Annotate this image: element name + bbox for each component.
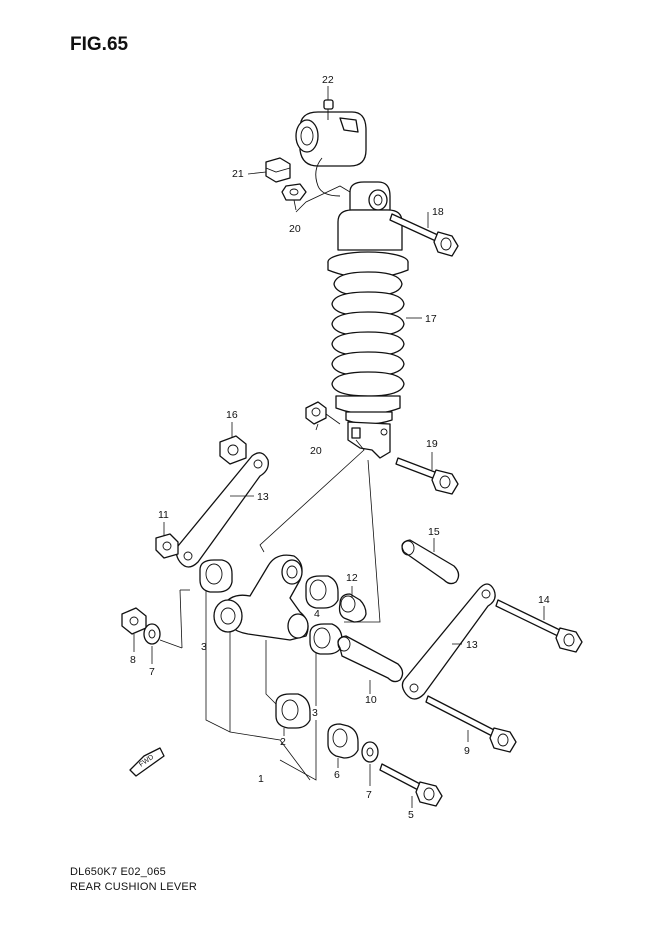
callout-9: 9 bbox=[464, 745, 470, 757]
callout-21: 21 bbox=[232, 168, 244, 180]
spacer-12-part[interactable] bbox=[338, 593, 367, 623]
callout-14: 14 bbox=[538, 594, 550, 606]
callout-13-lower: 13 bbox=[466, 639, 478, 651]
bolt-5-part[interactable] bbox=[379, 763, 443, 807]
bushing-2-part[interactable] bbox=[275, 693, 311, 729]
shock-absorber-17-part[interactable] bbox=[327, 181, 409, 459]
leader-lines bbox=[133, 86, 545, 808]
bolt-18-part[interactable] bbox=[389, 213, 459, 257]
callout-12: 12 bbox=[346, 572, 358, 584]
callout-2: 2 bbox=[280, 736, 286, 748]
callout-17: 17 bbox=[425, 313, 437, 325]
callout-6: 6 bbox=[334, 769, 340, 781]
callout-1: 1 bbox=[258, 773, 264, 785]
bushing-3-upper-part[interactable] bbox=[199, 559, 233, 593]
callout-16: 16 bbox=[226, 409, 238, 421]
callout-20-lower: 20 bbox=[310, 445, 322, 457]
nut-20-lower-part[interactable] bbox=[305, 401, 327, 425]
callout-10: 10 bbox=[365, 694, 377, 706]
clamp-21-part[interactable] bbox=[265, 157, 291, 183]
washer-7-right-part[interactable] bbox=[361, 741, 379, 763]
bushing-4-part[interactable] bbox=[305, 575, 339, 609]
callout-7-right: 7 bbox=[366, 789, 372, 801]
callout-13-upper: 13 bbox=[257, 491, 269, 503]
bolt-14-part[interactable] bbox=[495, 599, 583, 653]
washer-7-left-part[interactable] bbox=[143, 623, 161, 645]
bolt-22-part[interactable] bbox=[323, 99, 334, 120]
rod-13-upper-part[interactable] bbox=[175, 452, 269, 568]
fwd-arrow-icon: FWD bbox=[129, 747, 165, 777]
callout-19: 19 bbox=[426, 438, 438, 450]
spacer-10-part[interactable] bbox=[337, 635, 404, 683]
callout-18: 18 bbox=[432, 206, 444, 218]
callout-22: 22 bbox=[322, 74, 334, 86]
nut-8-part[interactable] bbox=[121, 607, 147, 635]
bolt-19-part[interactable] bbox=[395, 457, 459, 495]
callout-7-left: 7 bbox=[149, 666, 155, 678]
nut-16-part[interactable] bbox=[219, 435, 247, 465]
figure-title: FIG.65 bbox=[70, 34, 129, 55]
nut-11-part[interactable] bbox=[155, 533, 179, 559]
callout-3-right: 3 bbox=[312, 707, 318, 719]
diagram-code: DL650K7 E02_065 bbox=[70, 866, 166, 878]
collar-6-part[interactable] bbox=[327, 723, 359, 759]
callout-8: 8 bbox=[130, 654, 136, 666]
callout-3-left: 3 bbox=[201, 641, 207, 653]
bushing-3-lower-part[interactable] bbox=[309, 623, 343, 655]
cushion-lever-1-part[interactable] bbox=[213, 554, 309, 641]
spacer-15-part[interactable] bbox=[401, 539, 460, 585]
callout-11: 11 bbox=[158, 509, 169, 521]
nut-20-top-part[interactable] bbox=[281, 183, 307, 201]
rod-13-lower-part[interactable] bbox=[401, 583, 496, 700]
bolt-9-part[interactable] bbox=[425, 695, 517, 753]
callout-5: 5 bbox=[408, 809, 414, 821]
diagram-caption: REAR CUSHION LEVER bbox=[70, 881, 198, 893]
shock-reservoir-part[interactable] bbox=[295, 111, 367, 197]
callout-4: 4 bbox=[314, 608, 320, 620]
callout-20-upper: 20 bbox=[289, 223, 301, 235]
callout-labels: 22 21 20 18 17 16 20 19 13 11 15 12 14 4… bbox=[130, 74, 550, 821]
callout-15: 15 bbox=[428, 526, 440, 538]
